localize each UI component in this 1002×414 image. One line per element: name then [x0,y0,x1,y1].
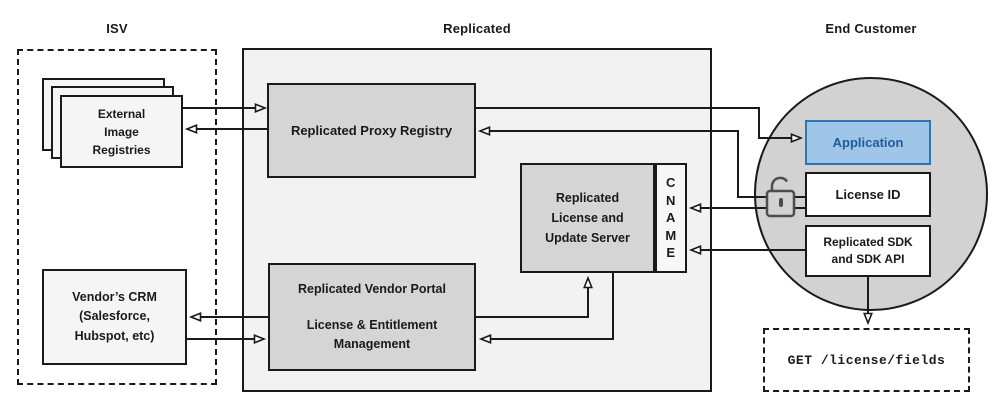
license-id-node: License ID [805,172,931,217]
end-customer-section-label: End Customer [825,21,917,36]
proxy-registry-node: Replicated Proxy Registry [267,83,476,178]
vendor-portal-title: Replicated Vendor Portal [298,282,446,297]
connector-proxy-to-application [476,107,804,143]
connector-server-to-portal [478,273,614,344]
isv-boundary [17,49,217,385]
vendor-crm-node: Vendor’s CRM (Salesforce, Hubspot, etc) [42,269,187,365]
external-image-registries-node: External Image Registries [60,95,183,168]
application-node: Application [805,120,931,165]
replicated-sdk-node: Replicated SDK and SDK API [805,225,931,277]
cname-strip: C N A M E [655,163,687,273]
replicated-section-label: Replicated [443,21,511,36]
vendor-portal-subtitle: License & Entitlement Management [306,318,438,351]
get-license-fields-request: GET /license/fields [763,328,970,392]
isv-section-label: ISV [106,21,128,36]
license-update-server-node: Replicated License and Update Server [520,163,655,273]
connector-portal-to-server [476,275,593,318]
unlock-icon [765,176,796,218]
vendor-portal-node: Replicated Vendor Portal License & Entit… [268,263,476,371]
